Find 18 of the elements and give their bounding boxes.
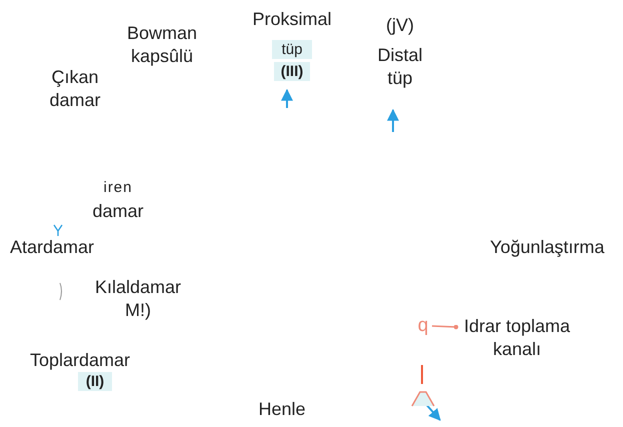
- part-label: Distal tüp: [376, 44, 424, 90]
- part-label: iren: [102, 178, 134, 197]
- part-label: Kılaldamar M!): [94, 276, 182, 322]
- letter-label: q: [416, 314, 430, 337]
- numeral-label: (II): [78, 372, 112, 391]
- part-label: Çıkan damar: [48, 66, 102, 112]
- part-label: Idrar toplama kanalı: [458, 315, 576, 361]
- part-label: Toplardamar: [30, 349, 132, 372]
- part-label: Bowman kapsûlü: [126, 22, 198, 68]
- part-label: Atardamar: [10, 236, 96, 259]
- part-label: Henle: [257, 398, 307, 421]
- numeral-label: (III): [274, 62, 310, 81]
- numeral-label: (jV): [385, 14, 415, 37]
- leader-line: [432, 324, 458, 330]
- process-label: Yoğunlaştırma: [490, 236, 606, 259]
- part-label: tüp: [272, 40, 312, 59]
- part-label: Proksimal: [251, 8, 332, 31]
- part-label: damar: [91, 200, 145, 223]
